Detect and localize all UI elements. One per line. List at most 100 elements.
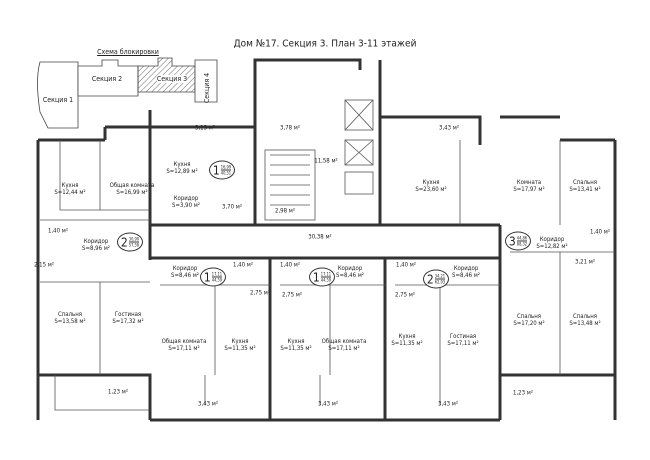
- balcony-area: 3,13 м²: [195, 124, 215, 132]
- room-area: S=17,97 м²: [513, 186, 545, 193]
- room-area: 1,40 м²: [280, 261, 300, 269]
- section-3-label: Секция 3: [156, 75, 188, 83]
- room-area: 3,43 м²: [198, 400, 218, 408]
- room-area: S=13,48 м²: [569, 320, 601, 327]
- total-area: 44,59: [320, 277, 332, 283]
- room-label: 1,40 м²: [590, 229, 610, 236]
- lift-hall-area: 11,58 м²: [314, 157, 338, 165]
- room-area: 2,75 м²: [282, 291, 302, 299]
- room-label: 2,75 м²: [250, 290, 270, 297]
- room-area: 1,40 м²: [396, 261, 416, 269]
- total-area: 44,59: [211, 277, 223, 283]
- blocking-scheme-title: Схема блокировки: [97, 48, 159, 56]
- section-4-label: Секция 4: [203, 72, 211, 104]
- corridor-area: 30,38 м²: [308, 233, 332, 241]
- room-area: S=8,46 м²: [452, 272, 480, 279]
- room-area: S=11,35 м²: [280, 345, 312, 352]
- room-label: 3,43 м²: [438, 401, 458, 408]
- room-name: Кухня: [231, 338, 249, 345]
- balcony-area: 3,43 м²: [439, 124, 459, 132]
- room-area: S=8,96 м²: [82, 245, 110, 252]
- room-area: S=16,99 м²: [116, 189, 148, 196]
- room-label: 1,40 м²: [48, 228, 68, 235]
- room-area: S=11,35 м²: [391, 340, 423, 347]
- room-count: 2: [426, 272, 434, 286]
- room-count: 3: [508, 234, 516, 248]
- room-label: 3,43 м²: [318, 401, 338, 408]
- room-count: 2: [120, 235, 128, 249]
- room-area: S=8,46 м²: [336, 272, 364, 279]
- room-area: 3,70 м²: [222, 203, 242, 211]
- room-name: Коридор: [173, 195, 199, 202]
- room-name: Коридор: [83, 238, 109, 245]
- room-name: Общая комната: [109, 182, 155, 189]
- room-count: 1: [203, 270, 211, 284]
- total-area: 88,32: [516, 241, 528, 247]
- room-area: S=8,46 м²: [171, 272, 199, 279]
- room-name: Кухня: [61, 182, 79, 189]
- room-label: 1,40 м²: [396, 262, 416, 269]
- plan-title: Дом №17. Секция 3. План 3-11 этажей: [233, 38, 417, 50]
- section-2-outline: [77, 59, 139, 97]
- room-label: 1,23 м²: [108, 389, 128, 396]
- living-area: 34,21: [434, 273, 446, 280]
- room-area: 1,40 м²: [590, 228, 610, 236]
- room-area: S=13,58 м²: [54, 318, 86, 325]
- room-label: 3,43 м²: [198, 401, 218, 408]
- room-area: S=3,90 м²: [172, 202, 200, 209]
- living-area: 17,11: [320, 271, 332, 278]
- room-name: Коридор: [172, 265, 198, 272]
- room-area: 1,40 м²: [233, 261, 253, 269]
- room-label: 1,23 м²: [513, 390, 533, 397]
- room-label: 3,21 м²: [575, 259, 595, 266]
- room-area: 1,23 м²: [108, 388, 128, 396]
- room-name: Общая комната: [321, 338, 367, 345]
- room-area: 3,43 м²: [318, 400, 338, 408]
- room-area: S=23,60 м²: [415, 186, 447, 193]
- living-area: 17,11: [211, 271, 223, 278]
- room-count: 1: [312, 270, 320, 284]
- section-1-label: Секция 1: [42, 96, 74, 104]
- room-area: S=12,44 м²: [54, 189, 86, 196]
- room-name: Гостиная: [114, 311, 142, 318]
- total-area: 57,58: [128, 242, 140, 248]
- room-name: Гостиная: [449, 333, 477, 340]
- living-area: 16,99: [220, 164, 232, 171]
- room-area: 3,21 м²: [575, 258, 595, 266]
- room-area: S=13,41 м²: [569, 186, 601, 193]
- room-name: Кухня: [398, 333, 416, 340]
- vestibule-area: 3,78 м²: [280, 124, 300, 132]
- room-area: S=17,11 м²: [168, 345, 200, 352]
- room-label: 2,15 м²: [34, 262, 54, 269]
- room-name: Кухня: [422, 179, 440, 186]
- room-name: Коридор: [539, 236, 565, 243]
- room-count: 1: [212, 163, 220, 177]
- room-area: S=17,11 м²: [328, 345, 360, 352]
- room-name: Коридор: [337, 265, 363, 272]
